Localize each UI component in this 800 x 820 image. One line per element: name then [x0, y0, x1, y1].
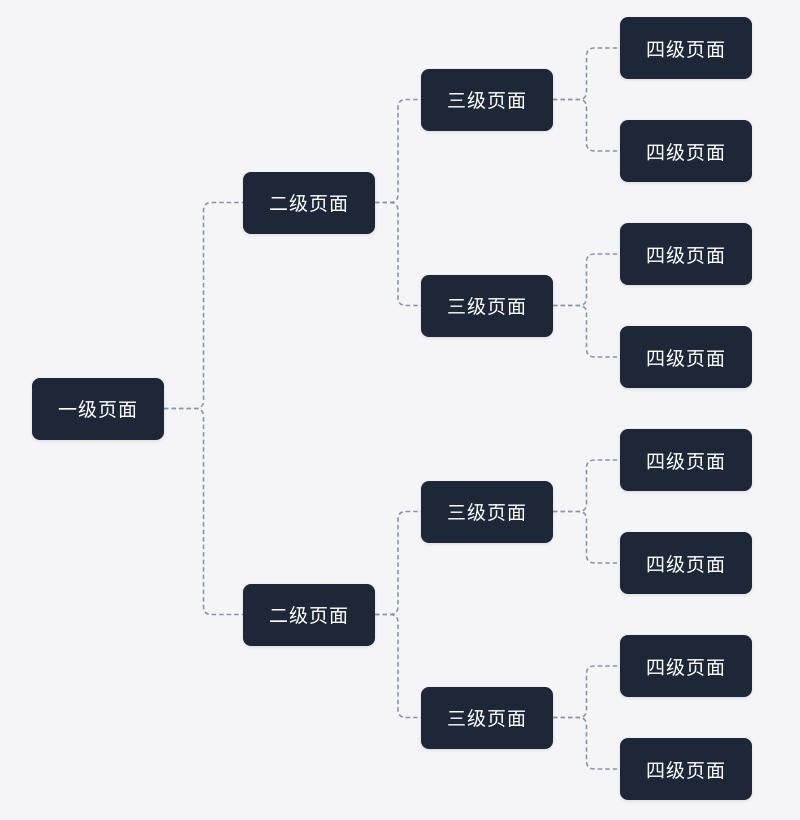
- connector-edge: [553, 716, 620, 770]
- node-label: 四级页面: [645, 141, 726, 164]
- node-level-4[interactable]: 四级页面: [620, 429, 752, 491]
- node-label: 四级页面: [645, 553, 726, 576]
- node-label: 四级页面: [645, 656, 726, 679]
- node-label: 三级页面: [446, 296, 527, 318]
- node-label: 三级页面: [446, 708, 527, 730]
- connector-edge: [375, 510, 421, 616]
- node-level-4[interactable]: 四级页面: [620, 223, 752, 285]
- node-level-3[interactable]: 三级页面: [421, 274, 553, 337]
- node-label: 一级页面: [57, 399, 138, 421]
- node-level-1[interactable]: 一级页面: [32, 377, 164, 440]
- node-level-2[interactable]: 二级页面: [243, 583, 375, 646]
- node-level-4[interactable]: 四级页面: [620, 532, 752, 594]
- connector-edge: [375, 201, 421, 307]
- connector-edge: [164, 407, 243, 616]
- node-level-2[interactable]: 二级页面: [243, 171, 375, 234]
- node-label: 二级页面: [268, 193, 349, 215]
- connector-edge: [553, 304, 620, 358]
- node-level-4[interactable]: 四级页面: [620, 738, 752, 800]
- connector-edge: [553, 253, 620, 307]
- node-label: 三级页面: [446, 90, 527, 112]
- connector-edge: [553, 665, 620, 719]
- node-label: 四级页面: [645, 347, 726, 370]
- node-label: 三级页面: [446, 502, 527, 524]
- node-level-4[interactable]: 四级页面: [620, 17, 752, 79]
- node-label: 四级页面: [645, 759, 726, 782]
- node-label: 四级页面: [645, 244, 726, 267]
- connector-edge: [553, 47, 620, 101]
- node-level-4[interactable]: 四级页面: [620, 326, 752, 388]
- connector-edge: [375, 98, 421, 204]
- node-label: 四级页面: [645, 450, 726, 473]
- connector-edge: [553, 459, 620, 513]
- node-level-3[interactable]: 三级页面: [421, 68, 553, 131]
- node-level-3[interactable]: 三级页面: [421, 686, 553, 749]
- node-level-4[interactable]: 四级页面: [620, 120, 752, 182]
- node-label: 四级页面: [645, 38, 726, 61]
- node-level-3[interactable]: 三级页面: [421, 480, 553, 543]
- connector-edge: [553, 510, 620, 564]
- node-label: 二级页面: [268, 605, 349, 627]
- connector-edge: [553, 98, 620, 152]
- node-level-4[interactable]: 四级页面: [620, 635, 752, 697]
- connector-edge: [375, 613, 421, 719]
- connector-edge: [164, 201, 243, 410]
